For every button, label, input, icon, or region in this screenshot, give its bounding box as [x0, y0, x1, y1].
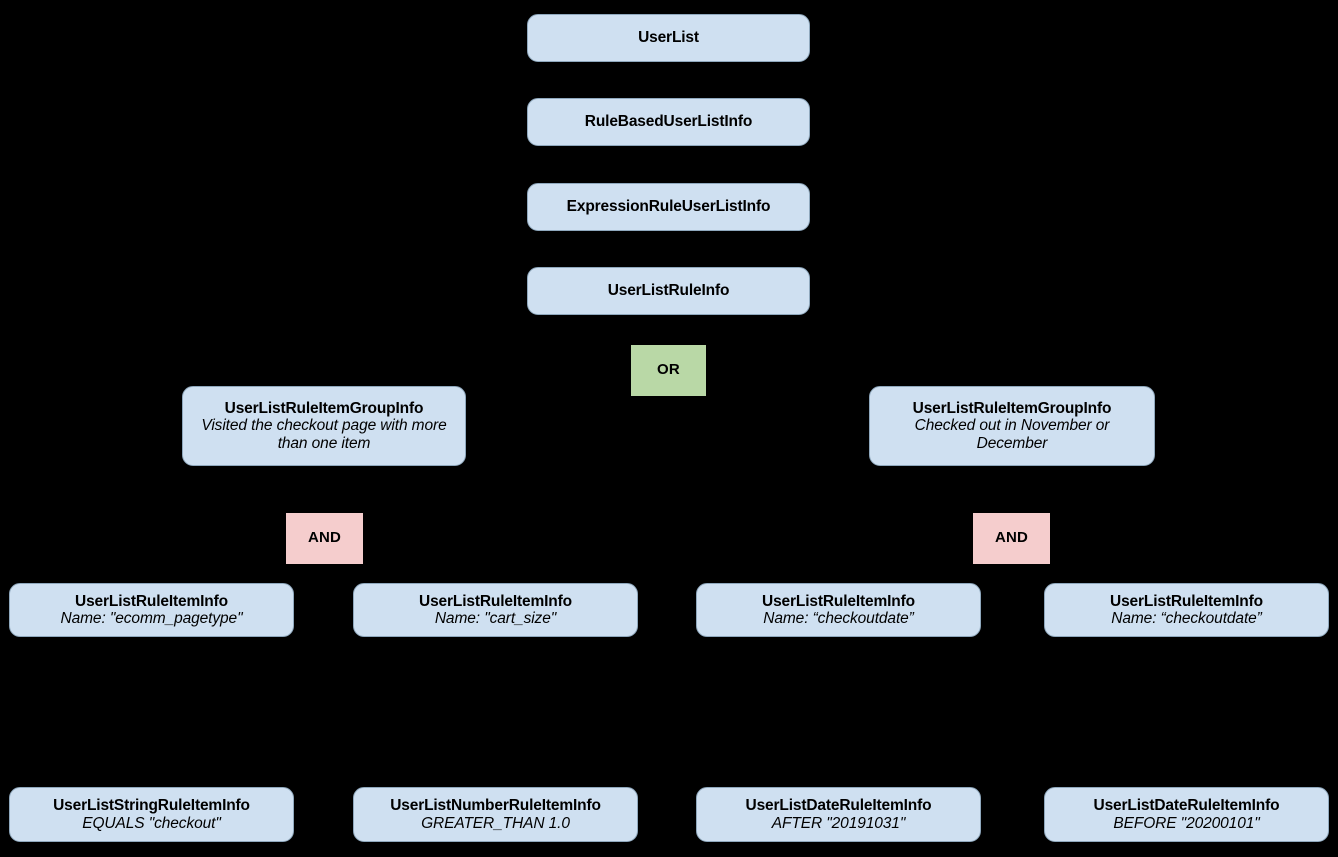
- node-title: UserListDateRuleItemInfo: [1093, 797, 1280, 815]
- edge-and-left-to-item-2: [323, 563, 497, 578]
- node-subtitle: GREATER_THAN 1.0: [421, 814, 570, 832]
- node-title: UserListRuleItemInfo: [1110, 592, 1263, 610]
- node-title: ExpressionRuleUserListInfo: [566, 198, 771, 216]
- node-or[interactable]: OR: [631, 345, 706, 396]
- operator-label: OR: [657, 361, 680, 379]
- node-title: UserListRuleInfo: [607, 282, 730, 300]
- node-title: UserListRuleItemInfo: [419, 592, 572, 610]
- node-title: UserListNumberRuleItemInfo: [390, 797, 601, 815]
- node-userlist[interactable]: UserList: [527, 14, 810, 62]
- node-title: UserListRuleItemGroupInfo: [912, 399, 1112, 417]
- edge-group-right-to-and-right: [1010, 465, 1013, 508]
- node-subtitle: EQUALS "checkout": [82, 814, 221, 832]
- node-expressionrule[interactable]: ExpressionRuleUserListInfo: [527, 183, 810, 231]
- node-rulebased[interactable]: RuleBasedUserListInfo: [527, 98, 810, 146]
- node-title: UserListRuleItemInfo: [762, 592, 915, 610]
- node-subtitle: Checked out in November or December: [914, 417, 1110, 452]
- edge-group-left-to-and-left: [323, 465, 326, 508]
- operator-label: AND: [307, 529, 342, 547]
- node-subtitle: Name: "ecomm_pagetype": [60, 610, 243, 627]
- node-subtitle: Name: “checkoutdate”: [763, 610, 914, 627]
- operator-label: AND: [994, 529, 1029, 547]
- node-title: UserListDateRuleItemInfo: [745, 797, 932, 815]
- node-title: UserListRuleItemGroupInfo: [224, 399, 424, 417]
- node-subtitle: Name: "cart_size": [434, 610, 557, 627]
- node-subtitle: Visited the checkout page with more than…: [201, 417, 447, 452]
- edge-and-right-to-item-4: [1010, 563, 1188, 578]
- node-userlistruleinfo[interactable]: UserListRuleInfo: [527, 267, 810, 315]
- node-title: RuleBasedUserListInfo: [584, 113, 753, 131]
- node-subtitle: AFTER "20191031": [771, 814, 906, 832]
- edge-and-right-to-item-3: [837, 563, 1013, 578]
- node-subtitle: BEFORE "20200101": [1113, 814, 1260, 832]
- node-title: UserListRuleItemInfo: [75, 592, 228, 610]
- node-and-right[interactable]: AND: [973, 513, 1050, 564]
- node-title: UserList: [638, 29, 699, 47]
- node-title: UserListStringRuleItemInfo: [53, 797, 250, 815]
- edge-and-left-to-item-1: [150, 563, 326, 578]
- node-and-left[interactable]: AND: [286, 513, 363, 564]
- node-subtitle: Name: “checkoutdate”: [1111, 610, 1262, 627]
